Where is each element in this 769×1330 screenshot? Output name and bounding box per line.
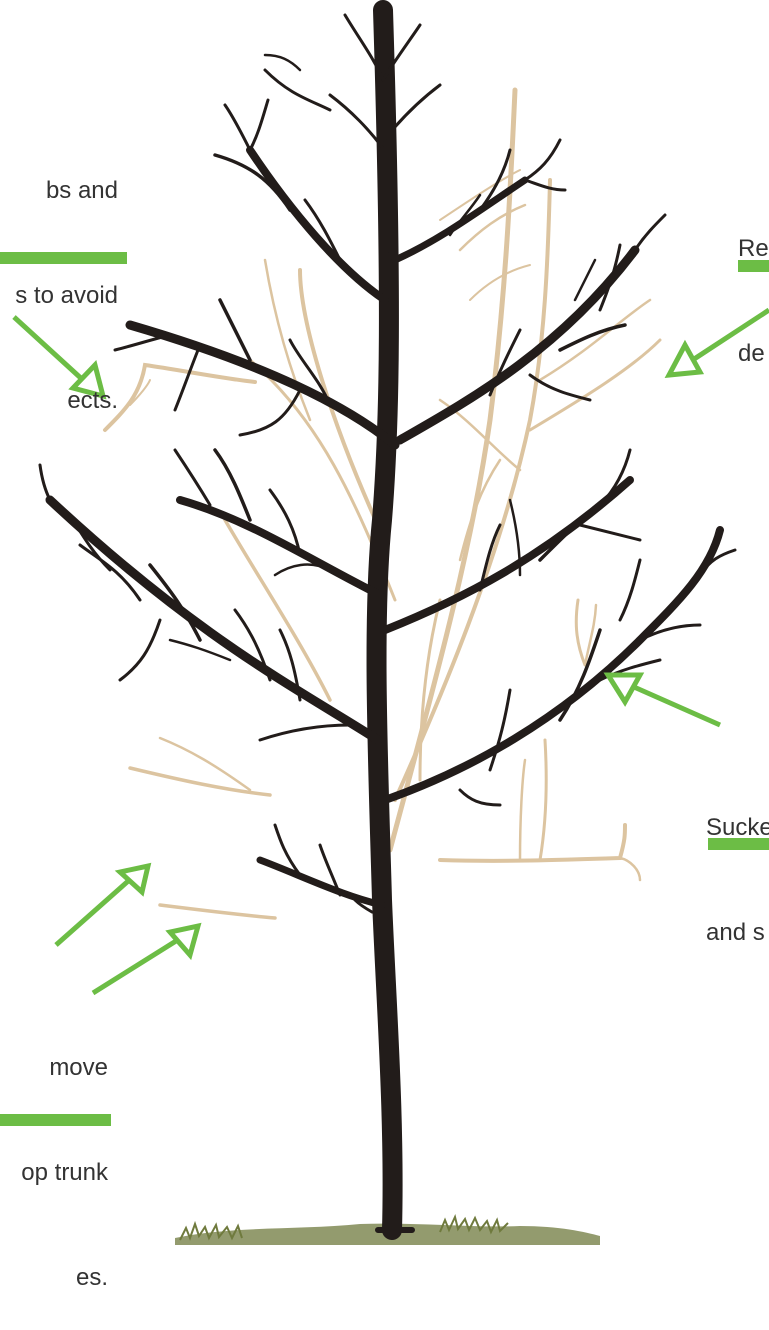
caption-midright: Sucke and s (706, 740, 769, 985)
caption-topleft-underline (0, 252, 127, 264)
caption-midright-line-2: and s (706, 915, 769, 950)
caption-bottomleft: move op trunk es. (0, 980, 108, 1330)
caption-topleft: bs and s to avoid ects. (0, 103, 118, 453)
caption-topleft-line-3: ects. (0, 383, 118, 418)
caption-bottomleft-line-2: op trunk (0, 1155, 108, 1190)
tree-icon (40, 10, 735, 1230)
arrow-bottomleft-1 (56, 866, 148, 945)
caption-bottomleft-underline (0, 1114, 111, 1126)
caption-topright-underline (738, 260, 769, 272)
arrow-midright (608, 675, 720, 725)
caption-topleft-line-1: bs and (0, 173, 118, 208)
caption-topright: Re de (738, 161, 769, 406)
arrow-bottomleft-2 (93, 926, 198, 993)
caption-bottomleft-line-3: es. (0, 1260, 108, 1295)
caption-bottomleft-line-1: move (0, 1050, 108, 1085)
caption-midright-underline (708, 838, 769, 850)
caption-topright-line-2: de (738, 336, 769, 371)
caption-topleft-line-2: s to avoid (0, 278, 118, 313)
